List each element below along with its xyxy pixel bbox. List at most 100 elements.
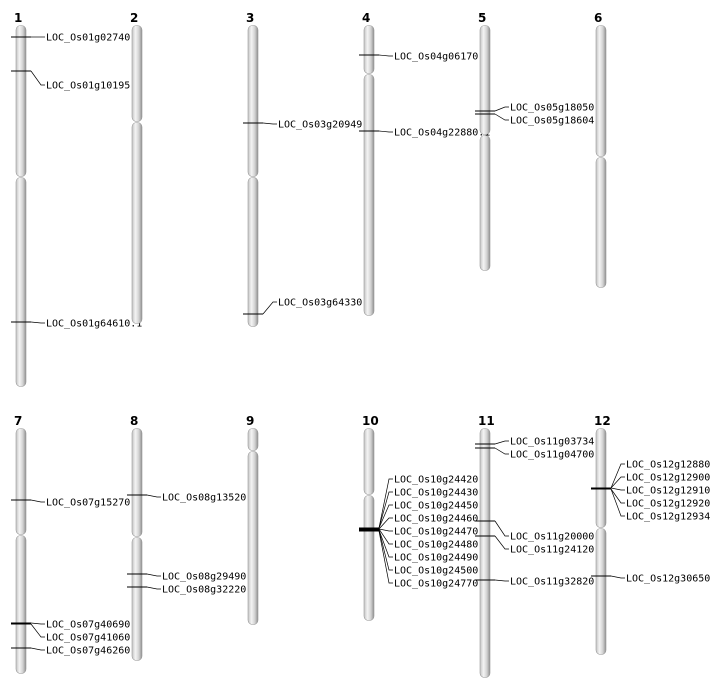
gene-leader-line bbox=[378, 54, 393, 57]
gene-leader-line bbox=[146, 586, 161, 590]
gene-leader-line bbox=[378, 517, 393, 530]
gene-leader-line bbox=[494, 520, 509, 537]
gene-leader-line bbox=[262, 122, 277, 125]
gene-marker: LOC_Os03g64330.1 bbox=[243, 298, 374, 315]
chromosome-arm bbox=[479, 135, 491, 271]
gene-leader-line bbox=[30, 622, 45, 625]
gene-marker: LOC_Os01g02740.1 bbox=[11, 33, 142, 44]
gene-label: LOC_Os08g29490.1 bbox=[162, 572, 258, 583]
gene-marker: LOC_Os10g24500.1 bbox=[359, 529, 490, 577]
gene-marker: LOC_Os08g32220.1 bbox=[127, 585, 258, 596]
gene-leader-line bbox=[30, 321, 45, 324]
gene-leader-line bbox=[378, 529, 393, 571]
gene-marker: LOC_Os11g03734.1 bbox=[475, 437, 606, 448]
gene-leader-line bbox=[494, 535, 509, 550]
chromosome-label: 6 bbox=[594, 11, 602, 25]
chromosome-label: 9 bbox=[246, 414, 254, 428]
gene-label: LOC_Os10g24430.1 bbox=[394, 488, 490, 499]
chromosome-arm bbox=[247, 451, 259, 625]
gene-label: LOC_Os07g40690.1 bbox=[46, 620, 142, 631]
gene-leader-line bbox=[494, 447, 509, 455]
gene-marker: LOC_Os12g30650.1 bbox=[591, 574, 712, 585]
gene-marker: LOC_Os07g41060.1 bbox=[11, 623, 142, 644]
gene-marker: LOC_Os10g24450.1 bbox=[359, 501, 490, 529]
chromosome-1: 1LOC_Os01g02740.1LOC_Os01g10195.1LOC_Os0… bbox=[11, 11, 142, 387]
chromosome-arm bbox=[363, 25, 375, 74]
gene-label: LOC_Os12g12880.1 bbox=[626, 460, 712, 471]
chromosome-label: 11 bbox=[478, 414, 495, 428]
gene-label: LOC_Os10g24470.1 bbox=[394, 527, 490, 538]
gene-marker: LOC_Os12g12910.1 bbox=[591, 486, 712, 497]
gene-label: LOC_Os08g32220.1 bbox=[162, 585, 258, 596]
gene-label: LOC_Os10g24450.1 bbox=[394, 501, 490, 512]
gene-marker: LOC_Os11g20000.1 bbox=[475, 520, 606, 543]
gene-marker: LOC_Os05g18050.1 bbox=[475, 103, 606, 114]
gene-leader-line bbox=[610, 575, 625, 579]
gene-label: LOC_Os01g10195.1 bbox=[46, 81, 142, 92]
gene-marker: LOC_Os11g04700.1 bbox=[475, 447, 606, 461]
chromosome-9: 9 bbox=[246, 414, 259, 625]
gene-label: LOC_Os10g24480.1 bbox=[394, 540, 490, 551]
gene-marker: LOC_Os11g24120.1 bbox=[475, 535, 606, 556]
gene-label: LOC_Os07g15270.1 bbox=[46, 498, 142, 509]
chromosome-arm bbox=[363, 74, 375, 316]
gene-label: LOC_Os03g20949.1 bbox=[278, 120, 374, 131]
chromosome-label: 12 bbox=[594, 414, 611, 428]
gene-marker: LOC_Os10g24480.1 bbox=[359, 528, 490, 551]
gene-marker: LOC_Os04g22880.1 bbox=[359, 128, 490, 139]
gene-leader-line bbox=[378, 528, 393, 532]
gene-label: LOC_Os08g13520.1 bbox=[162, 493, 258, 504]
gene-leader-line bbox=[378, 130, 393, 133]
chromosome-arm bbox=[131, 25, 143, 122]
chromosome-arm bbox=[247, 25, 259, 177]
gene-marker: LOC_Os08g13520.1 bbox=[127, 493, 258, 504]
gene-leader-line bbox=[30, 499, 45, 503]
gene-leader-line bbox=[262, 301, 277, 315]
gene-leader-line bbox=[146, 573, 161, 577]
gene-marker: LOC_Os07g15270.1 bbox=[11, 498, 142, 509]
gene-label: LOC_Os01g64610.1 bbox=[46, 319, 142, 330]
gene-leader-line bbox=[30, 647, 45, 651]
gene-label: LOC_Os11g24120.1 bbox=[510, 545, 606, 556]
chromosome-11: 11LOC_Os11g03734.1LOC_Os11g04700.1LOC_Os… bbox=[475, 414, 606, 678]
gene-leader-line bbox=[610, 487, 625, 491]
gene-marker: LOC_Os08g29490.1 bbox=[127, 572, 258, 583]
gene-label: LOC_Os10g24490.1 bbox=[394, 553, 490, 564]
gene-leader-line bbox=[378, 528, 393, 545]
gene-label: LOC_Os07g46260.1 bbox=[46, 646, 142, 657]
gene-label: LOC_Os11g04700.1 bbox=[510, 450, 606, 461]
gene-label: LOC_Os04g06170.1 bbox=[394, 52, 490, 63]
chromosome-label: 8 bbox=[130, 414, 138, 428]
chromosome-arm bbox=[479, 25, 491, 135]
gene-marker: LOC_Os12g12934.1 bbox=[591, 488, 712, 523]
chromosome-label: 5 bbox=[478, 11, 486, 25]
gene-leader-line bbox=[378, 530, 393, 584]
chromosome-arm bbox=[479, 428, 491, 678]
gene-leader-line bbox=[494, 579, 509, 582]
chromosome-8: 8LOC_Os08g13520.1LOC_Os08g29490.1LOC_Os0… bbox=[127, 414, 258, 661]
gene-leader-line bbox=[146, 494, 161, 498]
gene-label: LOC_Os12g30650.1 bbox=[626, 574, 712, 585]
chromosome-label: 7 bbox=[14, 414, 22, 428]
chromosome-arm bbox=[595, 528, 607, 655]
gene-label: LOC_Os11g03734.1 bbox=[510, 437, 606, 448]
chromosome-label: 10 bbox=[362, 414, 379, 428]
gene-leader-line bbox=[610, 463, 625, 489]
chromosome-arm bbox=[15, 428, 27, 535]
gene-leader-line bbox=[610, 488, 625, 504]
chromosome-6: 6 bbox=[594, 11, 607, 288]
gene-label: LOC_Os11g32820.1 bbox=[510, 577, 606, 588]
chromosome-label: 2 bbox=[130, 11, 138, 25]
gene-leader-line bbox=[378, 478, 393, 529]
chromosome-arm bbox=[131, 537, 143, 661]
chromosome-arm bbox=[247, 428, 259, 451]
gene-marker: LOC_Os01g64610.1 bbox=[11, 319, 142, 330]
chromosome-arm bbox=[15, 25, 27, 177]
gene-label: LOC_Os12g12900.1 bbox=[626, 473, 712, 484]
gene-label: LOC_Os03g64330.1 bbox=[278, 298, 374, 309]
chromosome-label: 3 bbox=[246, 11, 254, 25]
